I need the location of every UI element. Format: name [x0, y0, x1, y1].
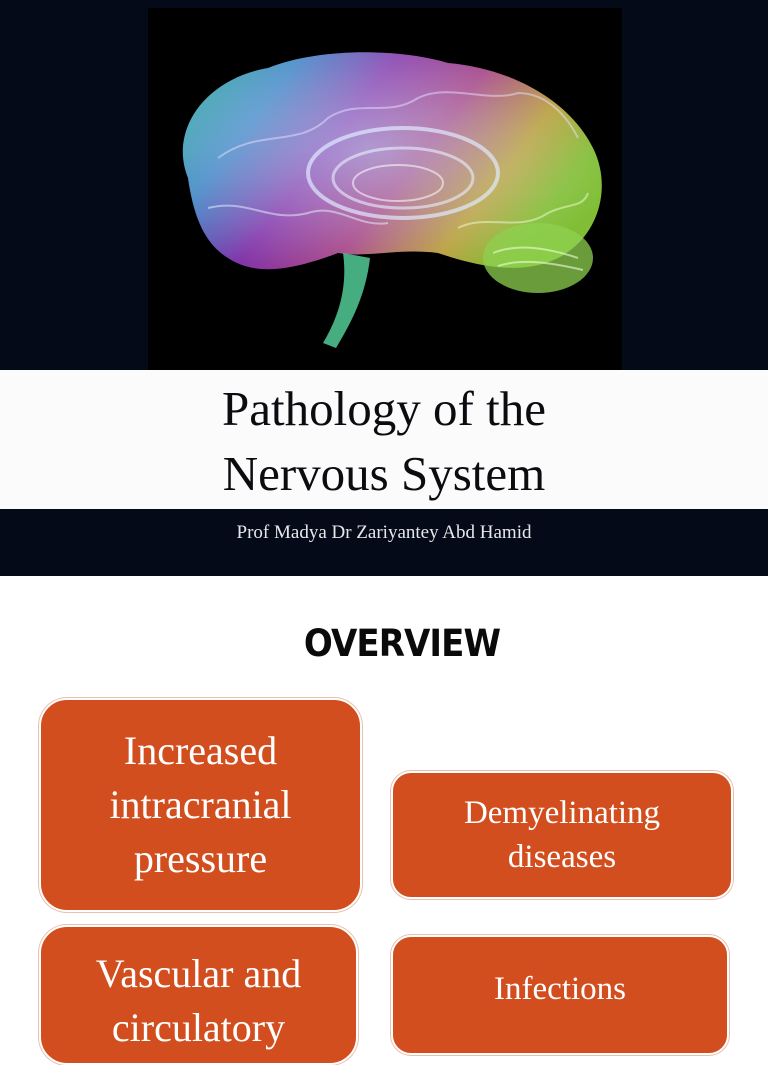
box-line: pressure [133, 836, 268, 881]
overview-heading: OVERVIEW [303, 622, 501, 665]
box-line: intracranial [109, 782, 292, 827]
topic-box-vascular-and-circulatory: Vascular and circulatory [39, 925, 358, 1065]
box-line: Increased [123, 728, 278, 773]
box-line: Vascular and [95, 951, 302, 996]
author-name: Prof Madya Dr Zariyantey Abd Hamid [236, 522, 532, 543]
topic-box-infections: Infections [391, 935, 729, 1055]
title-line-2: Nervous System [222, 446, 546, 501]
slide-title: Pathology of the Nervous System [0, 376, 768, 506]
topic-box-demyelinating-diseases: Demyelinating diseases [391, 771, 733, 899]
topic-box-increased-intracranial-pressure: Increased intracranial pressure [39, 698, 362, 912]
brain-image [182, 52, 602, 348]
title-band [0, 370, 768, 509]
box-line: circulatory [111, 1005, 286, 1050]
brain-illustration [148, 8, 622, 370]
box-line: Demyelinating [463, 795, 661, 831]
box-line: Infections [494, 971, 626, 1007]
box-line: diseases [507, 839, 617, 875]
title-slide: Pathology of the Nervous System Prof Mad… [0, 0, 768, 576]
title-line-1: Pathology of the [222, 381, 546, 436]
